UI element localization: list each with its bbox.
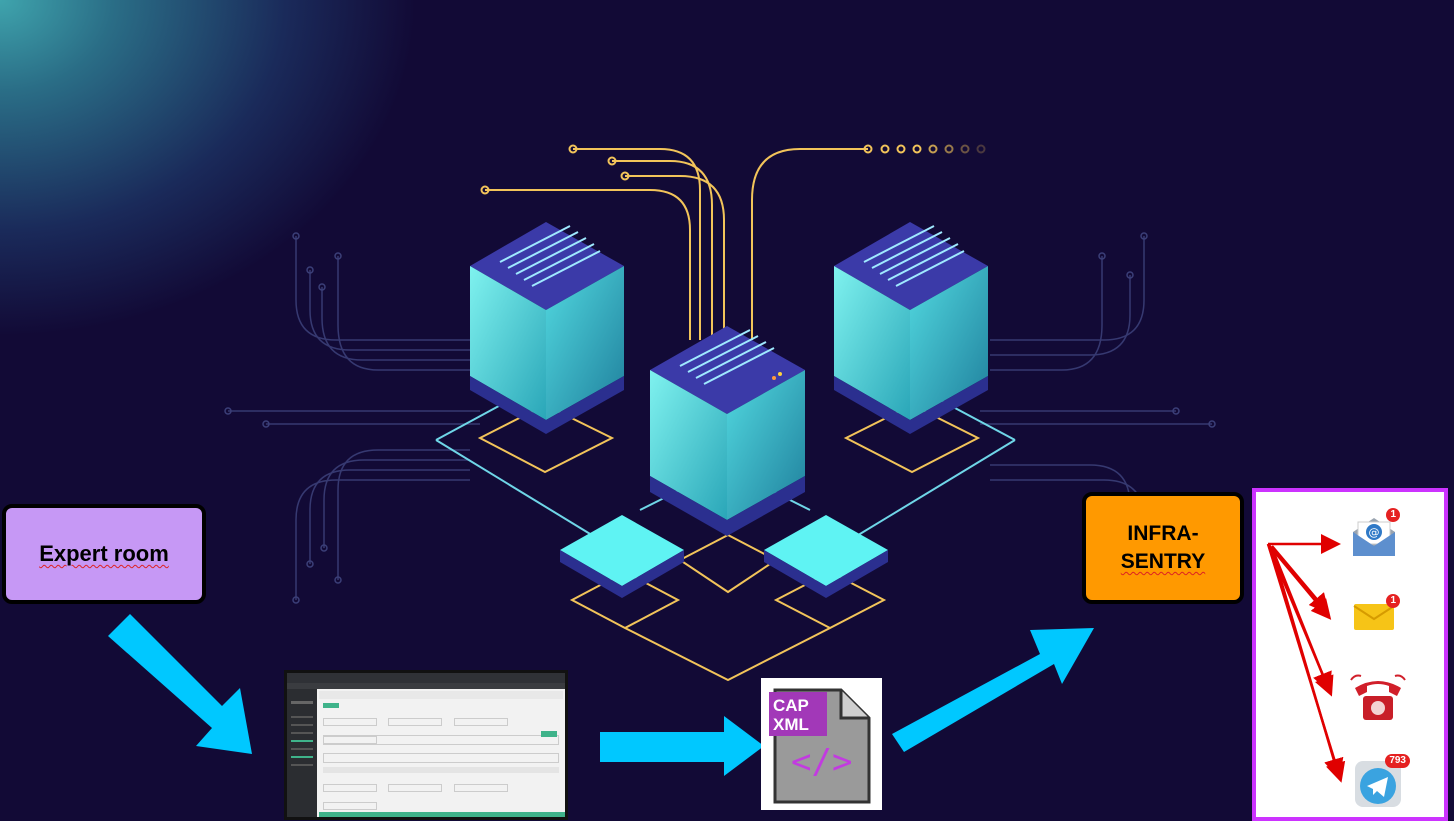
app-form-row-4 — [323, 779, 559, 803]
app-sidebar — [287, 689, 317, 817]
app-form-row-3 — [323, 753, 559, 763]
telegram-icon: 793 — [1350, 756, 1406, 812]
telegram-badge: 793 — [1385, 754, 1410, 768]
infra-sentry-node: INFRA- SENTRY — [1082, 492, 1244, 604]
expert-room-node: Expert room — [2, 504, 206, 604]
svg-text:@: @ — [1369, 526, 1380, 539]
app-header — [319, 691, 563, 699]
flow-arrows — [108, 614, 1094, 776]
notification-channels-panel: @ 1 1 793 — [1252, 488, 1448, 821]
telephone-icon — [1346, 670, 1410, 726]
browser-address-bar — [287, 683, 565, 689]
cap-label: CAP — [773, 696, 809, 715]
server-cube-center — [650, 326, 805, 536]
expert-room-label: Expert room — [39, 541, 169, 567]
gold-circuit-dots — [482, 146, 985, 194]
server-cube-right — [834, 222, 988, 434]
infra-sentry-label-line2: SENTRY — [1121, 548, 1205, 576]
email-badge: 1 — [1386, 508, 1400, 522]
app-tab-active — [323, 703, 339, 708]
envelope-icon: 1 — [1350, 596, 1398, 636]
app-form-row-1 — [323, 713, 559, 737]
email-icon: @ 1 — [1346, 506, 1402, 564]
arrow-screenshot-to-cap — [600, 716, 764, 776]
arrow-expert-to-screenshot — [108, 614, 252, 754]
browser-tab-bar — [287, 673, 565, 683]
code-symbol: </> — [791, 742, 852, 782]
cap-xml-file-icon: CAP XML </> — [761, 678, 882, 810]
app-screenshot-thumbnail — [284, 670, 568, 820]
server-cube-left — [470, 222, 624, 434]
circuit-lines-left — [228, 236, 480, 600]
app-save-button — [541, 731, 557, 737]
app-footer-bar — [319, 812, 565, 817]
arrow-cap-to-infra — [892, 628, 1094, 752]
infra-sentry-label-line1: INFRA- — [1121, 520, 1205, 548]
xml-label: XML — [773, 715, 809, 734]
app-section-header — [323, 767, 559, 773]
app-form-row-2 — [323, 735, 559, 745]
envelope-badge: 1 — [1386, 594, 1400, 608]
